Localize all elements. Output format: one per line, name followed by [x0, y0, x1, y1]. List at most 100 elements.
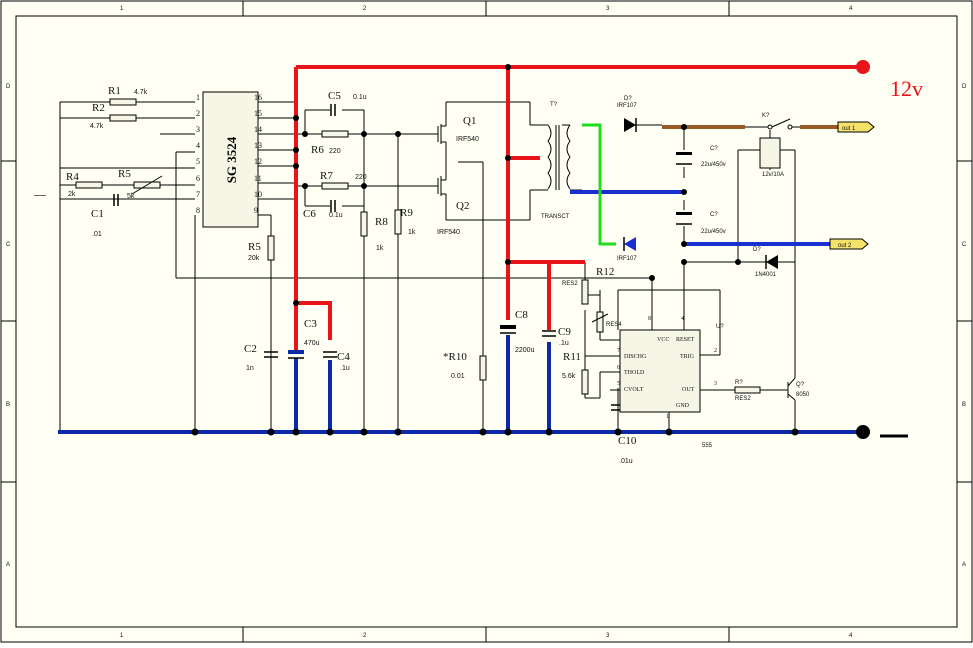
svg-text:5: 5: [617, 381, 620, 387]
svg-text:CVOLT: CVOLT: [624, 387, 644, 393]
junction-dots: [191, 64, 799, 436]
resistor-res2[interactable]: [581, 279, 589, 305]
timer-ref: U?: [716, 324, 724, 330]
c6-value: 0.1u: [329, 212, 343, 219]
c9-ref: C9: [558, 326, 571, 338]
r12-value: RES4: [606, 322, 622, 328]
timer-555-ic[interactable]: [619, 329, 701, 413]
q2-value: IRF540: [437, 229, 460, 236]
r11-value: 5.6k: [562, 373, 576, 380]
sg3524-ic[interactable]: [202, 91, 259, 228]
r2-value: 4.7k: [90, 123, 104, 130]
c9-value: .1u: [559, 340, 569, 347]
resistor-r7[interactable]: [321, 182, 349, 190]
svg-text:8: 8: [648, 316, 651, 322]
c5-ref: C5: [328, 90, 341, 102]
svg-text:7: 7: [196, 190, 200, 199]
diode-d1[interactable]: [624, 118, 636, 132]
r1-ref: R1: [108, 85, 121, 97]
resistor-r10[interactable]: [479, 355, 487, 381]
zone-col-1: 1: [120, 6, 124, 12]
sg3524-label: SG 3524: [224, 136, 239, 183]
resistor-r11[interactable]: [581, 369, 589, 395]
svg-text:7: 7: [617, 348, 620, 354]
r6-value: 220: [329, 148, 341, 155]
c10-value: .01u: [619, 458, 633, 465]
q1-value: IRF540: [456, 136, 479, 143]
zone-col-2-bottom: 2: [363, 633, 367, 639]
capacitor-c8[interactable]: [500, 325, 516, 329]
resistor-rq[interactable]: [734, 386, 761, 394]
diode-d3[interactable]: [766, 255, 778, 269]
diode-d2[interactable]: [624, 237, 636, 251]
svg-text:6: 6: [196, 174, 200, 183]
svg-text:4: 4: [681, 316, 684, 322]
zone-col-2: 2: [363, 6, 367, 12]
r1-value: 4.7k: [134, 89, 148, 96]
svg-text:2: 2: [196, 109, 200, 118]
ground-terminal[interactable]: [856, 425, 870, 439]
resistor-r9[interactable]: [394, 209, 402, 235]
d3-value: 1N4001: [755, 272, 777, 278]
transformer-ref: T?: [550, 102, 558, 108]
capacitor-cq2[interactable]: [676, 212, 692, 215]
transformer[interactable]: [547, 124, 571, 190]
vplus-label: 12v: [890, 76, 923, 101]
svg-text:TRIG: TRIG: [680, 354, 695, 360]
resistor-r5-20k[interactable]: [267, 235, 275, 261]
capacitor-cq1[interactable]: [676, 152, 692, 155]
r8-value: 1k: [376, 245, 384, 252]
out2-label: out 2: [838, 243, 852, 249]
svg-text:RESET: RESET: [676, 337, 695, 343]
transistor-ref: Q?: [796, 382, 805, 388]
res2a-ref: RES2: [562, 281, 578, 287]
resistor-r4[interactable]: [75, 181, 103, 189]
mosfet-q1[interactable]: [437, 120, 447, 148]
out1-port[interactable]: [837, 121, 875, 133]
c3-value: 470u: [304, 340, 320, 347]
r6-ref: R6: [311, 144, 324, 156]
svg-text:3: 3: [714, 381, 717, 387]
svg-text:VCC: VCC: [657, 337, 669, 343]
rq-value: RES2: [735, 396, 751, 402]
relay-value: 12v/10A: [762, 172, 784, 178]
r9-value: 1k: [408, 229, 416, 236]
transistor-8050[interactable]: [787, 377, 796, 401]
resistor-r8[interactable]: [360, 211, 368, 237]
zone-col-4: 4: [849, 6, 853, 12]
c4-value: .1u: [340, 365, 350, 372]
r10-ref: *R10: [443, 351, 467, 363]
zone-row-a-right: A: [962, 562, 966, 568]
c5-value: 0.1u: [353, 94, 367, 101]
svg-text:1: 1: [196, 93, 200, 102]
d2-value: IRF107: [617, 256, 637, 262]
resistor-r2[interactable]: [109, 114, 137, 122]
svg-text:DISCHG: DISCHG: [624, 354, 647, 360]
svg-text:13: 13: [254, 141, 262, 150]
potentiometer-r12[interactable]: [596, 311, 604, 333]
zone-row-d: D: [6, 84, 11, 90]
c8-value: 2200u: [515, 347, 535, 354]
svg-text:5: 5: [196, 157, 200, 166]
out2-port[interactable]: [829, 238, 869, 250]
r12-ref: R12: [596, 266, 614, 278]
c1-value: .01: [92, 231, 102, 238]
c8-ref: C8: [515, 309, 528, 321]
vplus-terminal[interactable]: [856, 60, 870, 74]
svg-text:2: 2: [714, 348, 717, 354]
q1-ref: Q1: [463, 115, 476, 127]
zone-row-c: C: [6, 242, 11, 248]
capacitor-plates: [113, 104, 625, 411]
resistor-r1[interactable]: [109, 98, 137, 106]
rq-ref: R?: [735, 380, 743, 386]
r9-ref: R9: [400, 207, 413, 219]
capacitor-c3[interactable]: [288, 350, 304, 354]
relay-coil[interactable]: [759, 137, 781, 169]
r11-ref: R11: [563, 351, 581, 363]
resistor-r6[interactable]: [321, 130, 349, 138]
cq1-value: 22u/450v: [701, 162, 726, 168]
zone-row-a: A: [6, 562, 10, 568]
mosfet-q2[interactable]: [437, 176, 447, 200]
